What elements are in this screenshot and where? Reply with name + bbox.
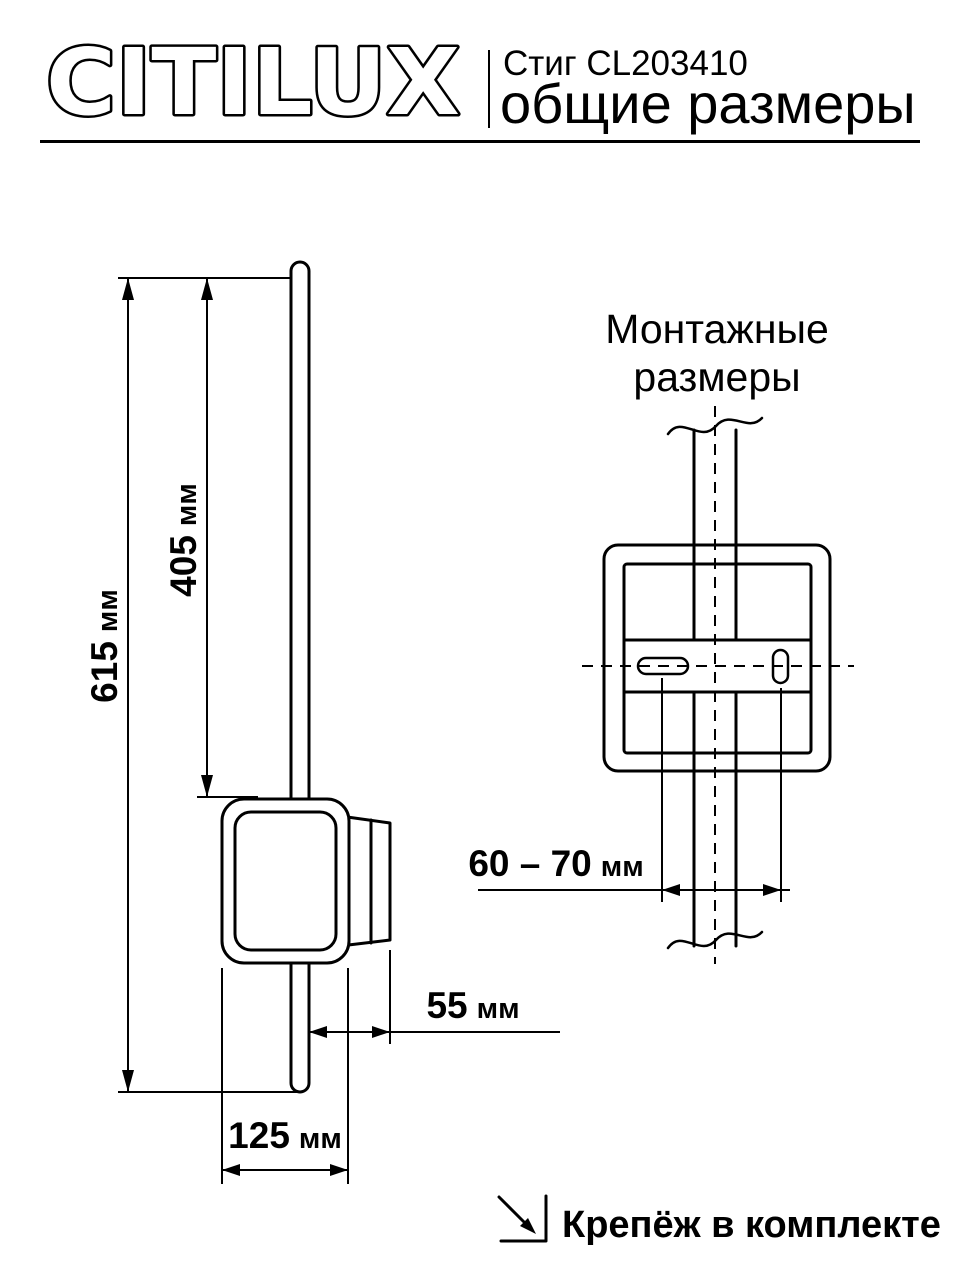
corner-bracket-icon <box>499 1194 548 1243</box>
arrowhead <box>201 775 213 797</box>
header-divider <box>488 50 490 128</box>
header-rule <box>40 140 920 143</box>
citilux-logo: CITILUX <box>44 30 463 130</box>
dim-unit: мм <box>299 1123 342 1155</box>
dim-unit: мм <box>601 851 644 883</box>
arrowhead <box>201 278 213 300</box>
arrowhead <box>372 1026 390 1038</box>
arrowhead <box>122 278 134 300</box>
arrowhead <box>763 884 781 896</box>
lamp-rod <box>289 260 311 1094</box>
lamp-body-depth <box>338 814 392 948</box>
arrowhead <box>520 1218 536 1234</box>
dim-value: 60 – 70 <box>468 843 591 884</box>
dim-unit: мм <box>92 589 124 632</box>
dim-label-width: 125 мм <box>228 1115 342 1156</box>
arrowhead <box>222 1164 240 1176</box>
arrowhead <box>309 1026 327 1038</box>
mounting-title-line1: Монтажные <box>605 306 829 352</box>
dim-label-upper-height: 405 мм <box>163 483 204 597</box>
lamp-side-view <box>220 260 392 1094</box>
logo-text: CITILUX <box>46 30 460 130</box>
dim-unit: мм <box>477 993 520 1025</box>
arrowhead <box>330 1164 348 1176</box>
arrowhead <box>662 884 680 896</box>
dim-value: 125 <box>228 1115 290 1156</box>
included-hardware-icon <box>497 1194 548 1243</box>
lamp-body-front-inset <box>233 810 338 952</box>
lamp-body-front <box>220 797 351 965</box>
page-title: общие размеры <box>500 72 916 135</box>
mounting-title-line2: размеры <box>633 354 800 400</box>
hardware-note-text: Крепёж в комплекте <box>562 1204 941 1246</box>
mounting-view: Монтажные размеры 60 – 70 мм <box>468 306 854 964</box>
arrow-shaft <box>497 1195 527 1225</box>
dim-label-hole-spacing: 60 – 70 мм <box>468 843 643 884</box>
dim-value: 405 <box>163 535 204 597</box>
dim-label-total-height: 615 мм <box>84 589 125 703</box>
dim-value: 615 <box>84 641 125 703</box>
dimensions-general-view: 615 мм 405 мм 55 мм 125 мм <box>84 277 560 1184</box>
dim-value: 55 <box>426 985 467 1026</box>
model-title: Стиг CL203410 <box>503 44 748 83</box>
dim-unit: мм <box>171 483 203 526</box>
hardware-note: Крепёж в комплекте <box>497 1194 941 1246</box>
arrowhead <box>122 1070 134 1092</box>
dim-label-depth: 55 мм <box>426 985 519 1026</box>
